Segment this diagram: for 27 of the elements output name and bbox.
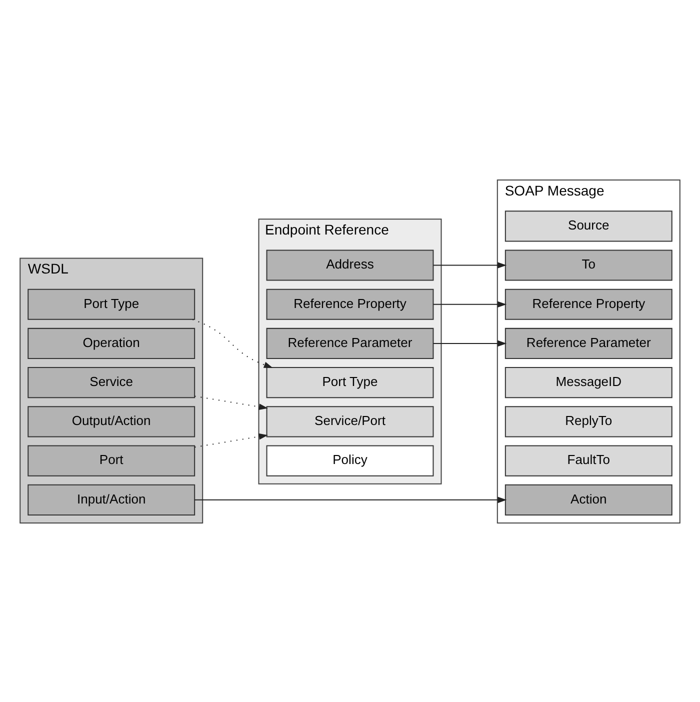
node-box: To — [504, 249, 672, 280]
node-box: Address — [266, 249, 434, 280]
node-box: Output/Action — [28, 406, 196, 437]
arrow — [433, 300, 507, 308]
node-box: Action — [504, 484, 672, 515]
node-box: MessageID — [504, 366, 672, 398]
node-box: FaultTo — [504, 444, 672, 476]
arrow — [192, 318, 273, 368]
node-box: Port — [28, 444, 196, 476]
node-box: ReplyTo — [504, 406, 672, 437]
arrow — [433, 262, 507, 268]
arrow — [194, 496, 507, 503]
arrow — [433, 340, 507, 346]
node-box: Service — [28, 366, 196, 398]
node-box: Source — [504, 210, 672, 242]
node-box: Reference Property — [266, 288, 434, 320]
node-box: Port Type — [266, 366, 434, 398]
node-box: Reference Property — [504, 288, 672, 320]
arrow — [194, 395, 268, 410]
node-box: Operation — [28, 327, 196, 359]
node-box: Port Type — [28, 288, 196, 320]
node-box: Reference Parameter — [266, 327, 434, 359]
node-box: Policy — [266, 444, 434, 476]
node-box: Input/Action — [28, 484, 196, 515]
node-box: Service/Port — [266, 406, 434, 437]
arrow — [194, 432, 268, 448]
node-box: Reference Parameter — [504, 327, 672, 359]
